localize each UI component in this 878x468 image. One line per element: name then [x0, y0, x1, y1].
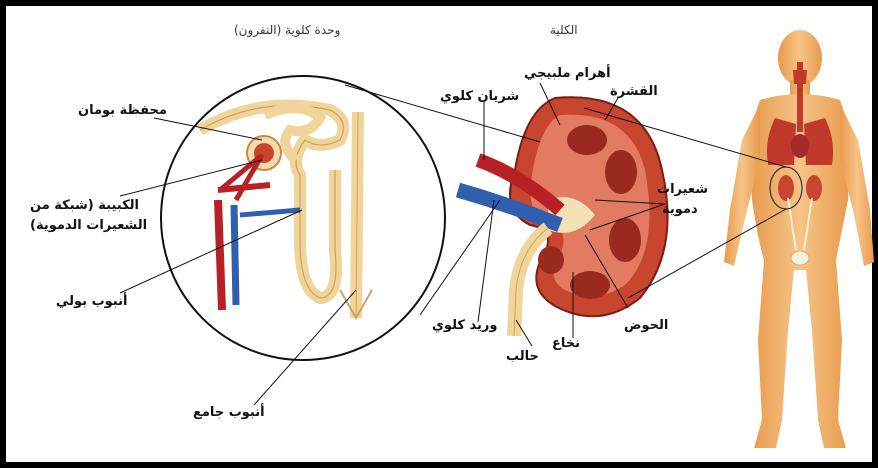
- cortex-label: القشرة: [610, 84, 658, 100]
- renal-artery-label: شريان كلوي: [440, 89, 519, 105]
- bowman-capsule-label: محفظة بومان: [78, 103, 167, 119]
- glomerulus-label-line2: الشعيرات الدموية): [30, 218, 147, 234]
- renal-pelvis-label: الحوض: [624, 318, 668, 334]
- kidney-title: الكلية: [550, 23, 578, 37]
- urinary-tubule-label: أنبوب بولي: [56, 294, 127, 310]
- nephron-circle: [161, 76, 445, 360]
- human-body: [724, 30, 874, 448]
- nephron-title: وحدة كلوية (النفرون): [234, 23, 340, 37]
- medulla-label: نخاع: [552, 336, 580, 352]
- malpighian-pyramids-label: أهرام ملبيجي: [524, 66, 611, 82]
- glomerulus-label-line1: الكبيبة (شبكة من: [30, 198, 139, 214]
- collecting-duct-label: أنبوب جامع: [193, 405, 265, 421]
- kidney-illustration: [458, 97, 668, 336]
- ureter-label: حالب: [506, 349, 539, 365]
- capillaries-label-line1: شعيرات: [657, 182, 708, 198]
- renal-vein-label: وريد كلوي: [432, 318, 497, 334]
- capillaries-label-line2: دموية: [662, 202, 698, 218]
